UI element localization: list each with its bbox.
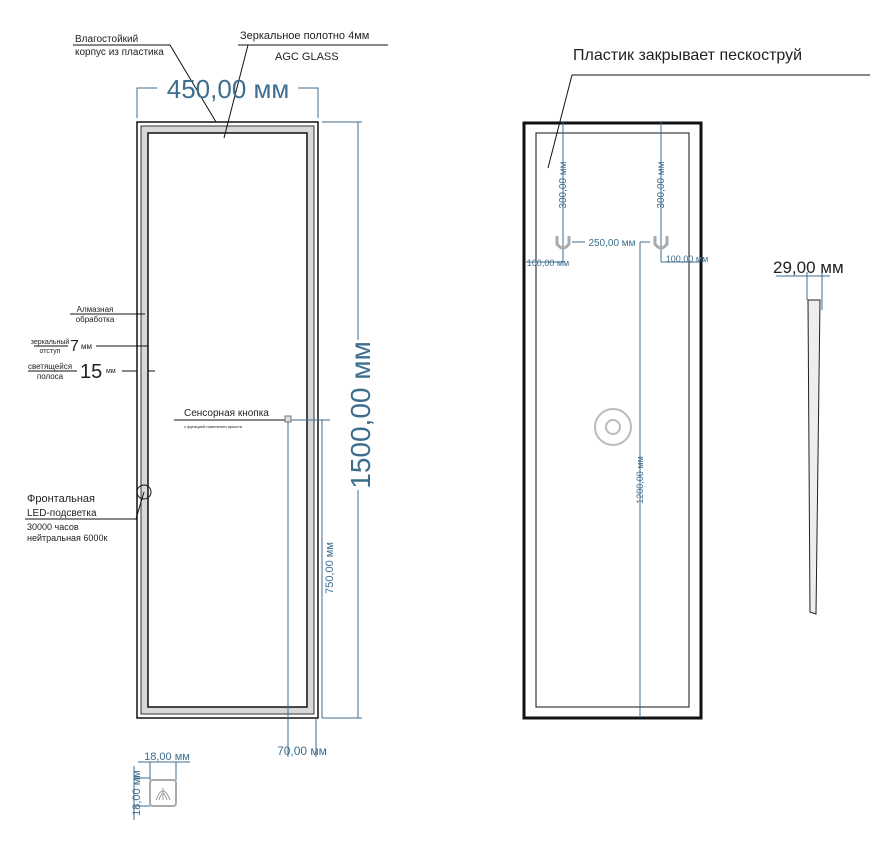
plastic-leader-line: [547, 74, 870, 169]
touch-fingerprint-icon: [155, 788, 171, 801]
housing-label-1: Влагостойкий: [75, 34, 138, 45]
diamond-label-2: обработка: [76, 315, 115, 324]
led-label-3: 30000 часов: [27, 522, 79, 532]
offset-value: 7: [70, 338, 79, 355]
side-profile: [807, 299, 821, 615]
button-width-dimension: 18,00 мм: [144, 751, 190, 763]
width-dimension-line: [136, 87, 319, 118]
hole-top-dimension-left: 300,00 мм: [558, 161, 569, 208]
side-view: 29,00 мм: [773, 258, 844, 615]
touch-button-dimension-lines: [133, 761, 190, 820]
strip-label-1: светящейся: [28, 362, 72, 371]
glass-label: Зеркальное полотно 4мм: [240, 30, 369, 42]
back-inner-panel: [535, 132, 690, 708]
depth-dimension: 29,00 мм: [773, 258, 844, 277]
sensor-label: Сенсорная кнопка: [184, 408, 269, 419]
hole-top-dimension-right: 300,00 мм: [656, 161, 667, 208]
led-label-1: Фронтальная: [27, 493, 95, 505]
depth-dimension-lines: [776, 272, 830, 310]
hole-spacing-dimension: 250,00 мм: [588, 238, 635, 249]
hole-side-dimension-right: 100,00 мм: [666, 254, 708, 264]
strip-unit: мм: [106, 368, 116, 375]
height-dimension: 1500,00 мм: [345, 341, 376, 489]
diamond-label-1: Алмазная: [77, 305, 114, 314]
hole-side-dimension-left: 100,00 мм: [527, 258, 569, 268]
led-label-4: нейтральная 6000к: [27, 533, 107, 543]
glass-leader-line: [223, 44, 388, 139]
housing-leader-line: [73, 44, 217, 123]
strip-value: 15: [80, 361, 102, 383]
mounting-hole-right-icon: [653, 236, 669, 250]
button-height-dimension: 18,00 мм: [131, 770, 143, 816]
offset-label-2: отступ: [40, 348, 61, 355]
mounting-hole-left-icon: [555, 236, 571, 250]
height-dimension-line: [322, 121, 362, 719]
led-detail-circle: [136, 484, 152, 500]
plastic-label: Пластик закрывает пескоструй: [573, 47, 802, 64]
offset-unit: мм: [81, 342, 92, 351]
width-dimension: 450,00 мм: [167, 74, 290, 104]
back-switch-outer-icon: [594, 408, 632, 446]
offset-label-1: зеркальный: [31, 338, 70, 346]
housing-label-2: корпус из пластика: [75, 47, 164, 58]
led-leader-line: [25, 491, 145, 520]
sensor-sublabel: с функцией изменения яркости: [184, 424, 242, 429]
led-label-2: LED-подсветка: [27, 508, 97, 519]
hole-bottom-dimension: 1200,00 мм: [635, 456, 645, 503]
sensor-dimension-lines: [287, 419, 330, 757]
glass-brand: AGC GLASS: [275, 51, 339, 63]
front-view: Влагостойкий корпус из пластика Зеркальн…: [25, 30, 388, 820]
sensor-side-dimension: 70,00 мм: [277, 744, 327, 758]
strip-label-2: полоса: [37, 372, 64, 381]
back-dimension-lines: [526, 122, 700, 718]
sensor-height-dimension: 750,00 мм: [324, 542, 336, 594]
sensor-button-icon: [284, 415, 292, 423]
back-view: Пластик закрывает пескоструй 300,00 мм 3…: [522, 47, 870, 720]
back-switch-inner-icon: [605, 419, 621, 435]
